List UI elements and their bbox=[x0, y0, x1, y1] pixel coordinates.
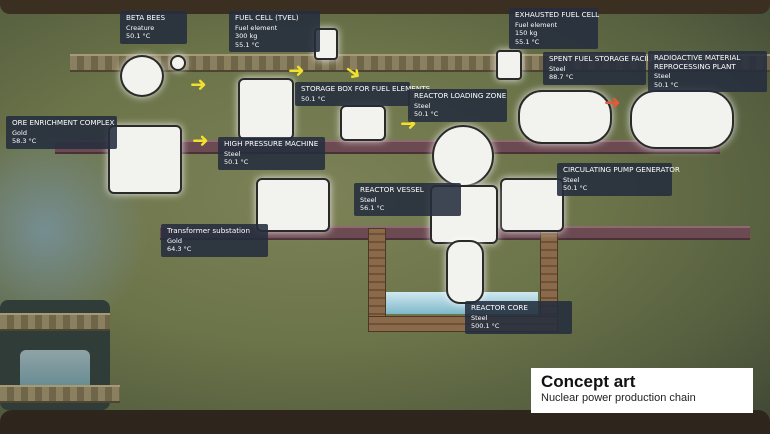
tooltip-line: 55.1 °C bbox=[235, 40, 260, 49]
tooltip-title: REACTOR LOADING ZONE bbox=[414, 91, 507, 100]
tooltip-title: CIRCULATING PUMP GENERATOR bbox=[563, 165, 680, 174]
spent-fuel-storage-machine[interactable] bbox=[518, 90, 612, 144]
tooltip-line: 50.1 °C bbox=[224, 158, 249, 166]
tooltip-spent-fuel-storage: SPENT FUEL STORAGE FACILITY Steel 88.7 °… bbox=[543, 52, 662, 85]
tooltip-ore-enrichment: ORE ENRICHMENT COMPLEX Gold 58.3 °C bbox=[6, 116, 117, 149]
tooltip-line: 50.1 °C bbox=[654, 80, 679, 89]
tooltip-fuel-cell: FUEL CELL (TVEL) Fuel element 300 kg 55.… bbox=[229, 11, 320, 52]
tooltip-title: REACTOR VESSEL bbox=[360, 185, 424, 194]
tooltip-beta-bees: BETA BEES Creature 50.1 °C bbox=[120, 11, 187, 44]
left-lower-girder bbox=[0, 385, 120, 403]
tooltip-exhausted-fuel-cell: EXHAUSTED FUEL CELL Fuel element 150 kg … bbox=[509, 8, 600, 49]
exhausted-fuel-cell-item[interactable] bbox=[496, 50, 522, 80]
tooltip-line: Steel bbox=[549, 64, 566, 73]
beta-bee-small[interactable] bbox=[170, 55, 186, 71]
reprocessing-plant-machine[interactable] bbox=[630, 90, 734, 149]
tooltip-line: 50.1 °C bbox=[301, 94, 326, 103]
tooltip-line: 300 kg bbox=[235, 32, 258, 40]
circulating-pump-machine[interactable] bbox=[500, 178, 564, 232]
tooltip-line: 64.3 °C bbox=[167, 245, 192, 253]
ore-enrichment-machine[interactable] bbox=[108, 125, 182, 194]
tooltip-line: 50.1 °C bbox=[126, 32, 151, 40]
tooltip-title: BETA BEES bbox=[126, 13, 166, 22]
tooltip-line: Fuel element bbox=[515, 20, 558, 29]
reactor-loading-machine[interactable] bbox=[432, 125, 494, 187]
left-girder bbox=[0, 313, 110, 331]
tooltip-reactor-core: REACTOR CORE Steel 500.1 °C bbox=[465, 301, 572, 334]
caption-subtitle: Nuclear power production chain bbox=[541, 392, 696, 404]
tooltip-circulating-pump: CIRCULATING PUMP GENERATOR Steel 50.1 °C bbox=[557, 163, 680, 196]
reactor-core-machine[interactable] bbox=[446, 240, 484, 304]
caption-title: Concept art bbox=[541, 372, 636, 391]
rock-ceiling bbox=[0, 0, 770, 14]
tooltip-line: 150 kg bbox=[515, 29, 538, 37]
high-pressure-machine[interactable] bbox=[256, 178, 330, 232]
tooltip-radioactive-reprocessing: RADIOACTIVE MATERIAL REPROCESSING PLANT … bbox=[648, 51, 767, 92]
tooltip-line: Gold bbox=[167, 236, 182, 245]
tooltip-line: 50.1 °C bbox=[414, 110, 439, 118]
tooltip-line: 55.1 °C bbox=[515, 37, 540, 46]
tooltip-line: Steel bbox=[563, 175, 580, 184]
tooltip-title: Transformer substation bbox=[167, 226, 251, 235]
flow-arrow-storage: ➜ bbox=[288, 58, 305, 82]
beta-bee-creature[interactable] bbox=[120, 55, 164, 97]
tooltip-line: Steel bbox=[360, 195, 377, 204]
tooltip-reactor-loading-zone: REACTOR LOADING ZONE Steel 50.1 °C bbox=[408, 89, 507, 122]
tooltip-line: 88.7 °C bbox=[549, 73, 574, 81]
tooltip-line: 50.1 °C bbox=[563, 184, 588, 192]
tooltip-line: 58.3 °C bbox=[12, 137, 37, 145]
flow-arrow-ore: ➜ bbox=[192, 128, 209, 152]
tooltip-line: 500.1 °C bbox=[471, 322, 500, 330]
tooltip-line: Gold bbox=[12, 128, 27, 137]
tooltip-line: Steel bbox=[471, 313, 488, 322]
concept-art-caption: Concept art Nuclear power production cha… bbox=[531, 368, 753, 413]
flow-arrow-reprocess: ➜ bbox=[604, 90, 621, 114]
tooltip-line: Creature bbox=[126, 23, 155, 32]
storage-box-machine[interactable] bbox=[238, 78, 294, 140]
tooltip-title: RADIOACTIVE MATERIAL REPROCESSING PLANT bbox=[654, 53, 741, 71]
tooltip-line: 56.1 °C bbox=[360, 204, 385, 212]
tooltip-high-pressure-machine: HIGH PRESSURE MACHINE Steel 50.1 °C bbox=[218, 137, 325, 170]
tooltip-reactor-vessel: REACTOR VESSEL Steel 56.1 °C bbox=[354, 183, 461, 216]
core-chamber-wall-left bbox=[368, 228, 386, 330]
tooltip-line: Steel bbox=[414, 101, 431, 110]
tooltip-transformer-substation: Transformer substation Gold 64.3 °C bbox=[161, 224, 268, 257]
flow-arrow-bees: ➜ bbox=[190, 72, 207, 96]
tooltip-storage-box: STORAGE BOX FOR FUEL ELEMENTS 50.1 °C bbox=[295, 82, 431, 106]
tooltip-title: SPENT FUEL STORAGE FACILITY bbox=[549, 54, 662, 63]
tooltip-title: STORAGE BOX FOR FUEL ELEMENTS bbox=[301, 84, 431, 93]
tooltip-title: FUEL CELL (TVEL) bbox=[235, 13, 299, 22]
tooltip-title: ORE ENRICHMENT COMPLEX bbox=[12, 118, 115, 127]
rock-floor bbox=[0, 410, 770, 434]
tooltip-line: Fuel element bbox=[235, 23, 278, 32]
fuel-element-crate[interactable] bbox=[340, 105, 386, 141]
tooltip-title: EXHAUSTED FUEL CELL bbox=[515, 10, 600, 19]
tooltip-line: Steel bbox=[224, 149, 241, 158]
tooltip-title: HIGH PRESSURE MACHINE bbox=[224, 139, 319, 148]
tooltip-line: Steel bbox=[654, 72, 671, 80]
tooltip-title: REACTOR CORE bbox=[471, 303, 528, 312]
